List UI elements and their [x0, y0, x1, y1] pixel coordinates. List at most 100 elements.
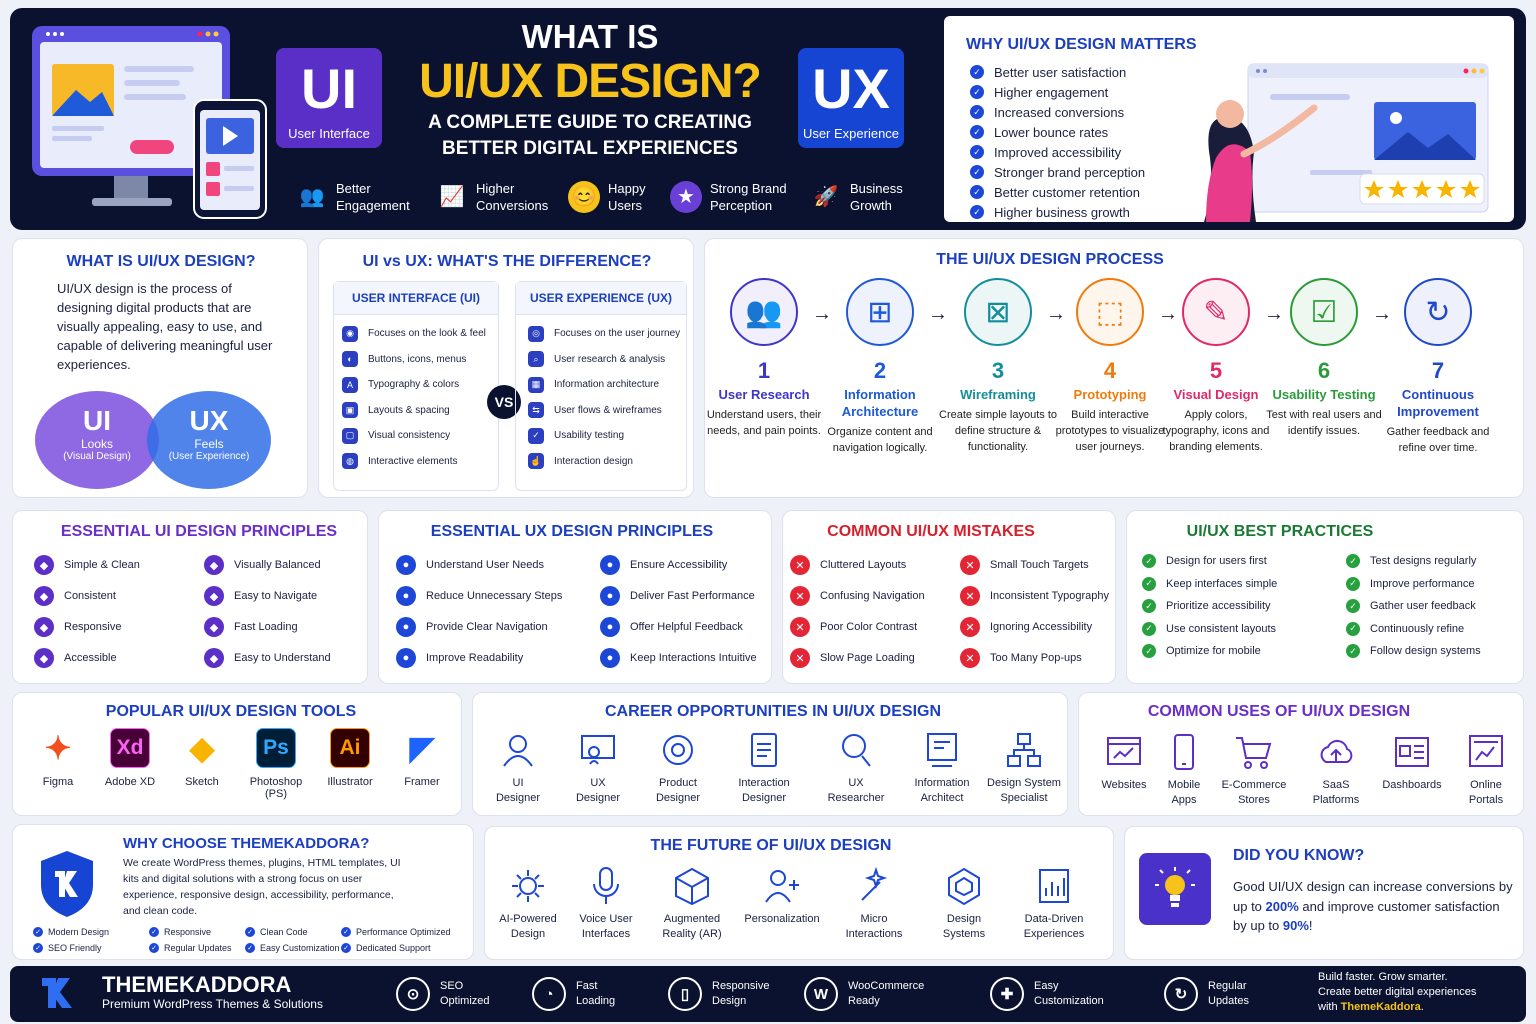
- ui-badge-label: User Interface: [288, 126, 370, 141]
- difference-item: ◍Interactive elements: [342, 449, 498, 475]
- item-icon: ◍: [342, 453, 358, 470]
- difference-label: Focuses on the user journey: [554, 328, 681, 340]
- best-item: ✓Follow design systems: [1346, 644, 1481, 658]
- mistakes-item: ✕Small Touch Targets: [960, 555, 1089, 575]
- use-label-2: Stores: [1238, 794, 1270, 806]
- dashboards-icon: [1372, 732, 1452, 772]
- ux-principles-card: ESSENTIAL UX DESIGN PRINCIPLES: [378, 510, 772, 684]
- use-label-1: Dashboards: [1382, 779, 1442, 791]
- item-icon: ⇆: [528, 402, 544, 419]
- difference-label: Information architecture: [554, 379, 660, 391]
- stat-label-1: Better: [336, 181, 371, 196]
- best-label: Improve performance: [1370, 577, 1475, 590]
- stat-label-2: Perception: [710, 198, 773, 213]
- stat-label-2: Growth: [850, 198, 892, 213]
- future-label-1: Micro: [860, 913, 888, 925]
- mistakes-label: Too Many Pop-ups: [990, 652, 1082, 664]
- best-item: ✓Optimize for mobile: [1142, 644, 1261, 658]
- best-label: Gather user feedback: [1370, 600, 1476, 612]
- difference-label: Focuses on the look & feel: [368, 328, 486, 340]
- principle-icon: ◆: [204, 617, 224, 637]
- best-label: Follow design systems: [1370, 645, 1481, 657]
- best-item: ✓Test designs regularly: [1346, 554, 1476, 568]
- prototype-icon: ⬚: [1076, 278, 1144, 346]
- check-icon: ✓: [149, 943, 159, 953]
- footer-cta-line3: with: [1318, 1001, 1341, 1013]
- ui_principles-label: Easy to Navigate: [234, 590, 318, 602]
- difference-item: ☝Interaction design: [528, 449, 686, 475]
- step-number: 3: [991, 358, 1005, 383]
- item-icon: A: [342, 376, 358, 393]
- uses-title: COMMON USES OF UI/UX DESIGN: [1147, 703, 1411, 720]
- why-matters-label: Increased conversions: [994, 104, 1125, 120]
- ui-badge-title: UI: [301, 57, 357, 120]
- difference-item: ⌕User research & analysis: [528, 347, 686, 373]
- check-icon: ✓: [33, 927, 43, 937]
- career-label-1: UX: [590, 777, 606, 789]
- footer-feature-label-2: Updates: [1208, 995, 1249, 1007]
- ux-column: USER EXPERIENCE (UX) ◎Focuses on the use…: [515, 281, 687, 491]
- future-label-1: Design: [946, 913, 982, 925]
- ui_principles-item: ◆Accessible: [34, 648, 117, 668]
- future-label-1: AI-Powered: [499, 913, 557, 925]
- best-item: ✓Continuously refine: [1346, 621, 1464, 636]
- step-number: 7: [1431, 358, 1445, 383]
- best-label: Keep interfaces simple: [1166, 577, 1278, 590]
- future-personalization: Personalization: [742, 866, 822, 927]
- principle-icon: ◆: [204, 555, 224, 575]
- design-system-icon: [984, 730, 1064, 770]
- micro-icon: [834, 866, 914, 906]
- footer-feature-label-2: Ready: [848, 995, 880, 1007]
- step-description: Create simple layouts to define structur…: [939, 409, 1057, 453]
- why-matters-list: ✓ Better user satisfaction ✓Higher engagem…: [970, 62, 1145, 222]
- check-icon: ✓: [245, 943, 255, 953]
- star-shield-icon: ★: [670, 181, 702, 213]
- why-matters-item: ✓Higher engagement: [970, 82, 1145, 102]
- arrow-right-icon: →: [928, 303, 948, 325]
- tool-sketch: ◆Sketch: [166, 728, 238, 788]
- difference-label: Visual consistency: [368, 430, 451, 442]
- why-matters-label: Better user satisfaction: [994, 64, 1127, 80]
- tool-name: Adobe XD: [104, 776, 156, 788]
- item-icon: ▢: [342, 427, 358, 444]
- x-circle-icon: ✕: [960, 617, 980, 637]
- principle-icon: ●: [600, 586, 620, 606]
- future-label-1: Augmented: [663, 913, 721, 925]
- principle-icon: ◆: [34, 648, 54, 668]
- use-dashboards: Dashboards: [1372, 732, 1452, 793]
- use-label-1: Online: [1470, 779, 1502, 791]
- venn-ux-title: UX: [189, 405, 229, 436]
- smiley-icon: 😊: [568, 181, 600, 213]
- check-icon: ✓: [970, 145, 984, 159]
- footer-feature-label-1: Regular: [1208, 980, 1247, 992]
- best-label: Optimize for mobile: [1166, 645, 1261, 657]
- feature-tag-label: Clean Code: [260, 927, 308, 937]
- ui-designer-icon: [478, 730, 558, 770]
- check-icon: ✓: [970, 165, 984, 179]
- principle-icon: ●: [396, 617, 416, 637]
- best-item: ✓Improve performance: [1346, 576, 1475, 591]
- use-label-2: Apps: [1171, 794, 1197, 806]
- why-matters-item: ✓Higher business growth: [970, 202, 1145, 222]
- difference-label: Buttons, icons, menus: [368, 353, 467, 365]
- difference-label: Interaction design: [554, 455, 633, 467]
- mistakes-item: ✕Cluttered Layouts: [790, 555, 906, 575]
- step-title: Visual Design: [1173, 387, 1259, 402]
- dyk-value-satisfaction: 90%: [1282, 918, 1309, 933]
- step-description: Test with real users and identify issues…: [1266, 409, 1382, 437]
- career-label-2: Designer: [741, 792, 787, 804]
- use-websites: Websites: [1084, 732, 1164, 793]
- tool-name-2: (PS): [265, 788, 287, 800]
- dyk-mid: and improve customer satisfaction by up …: [1233, 898, 1500, 934]
- page-title: UI/UX DESIGN?: [419, 55, 762, 108]
